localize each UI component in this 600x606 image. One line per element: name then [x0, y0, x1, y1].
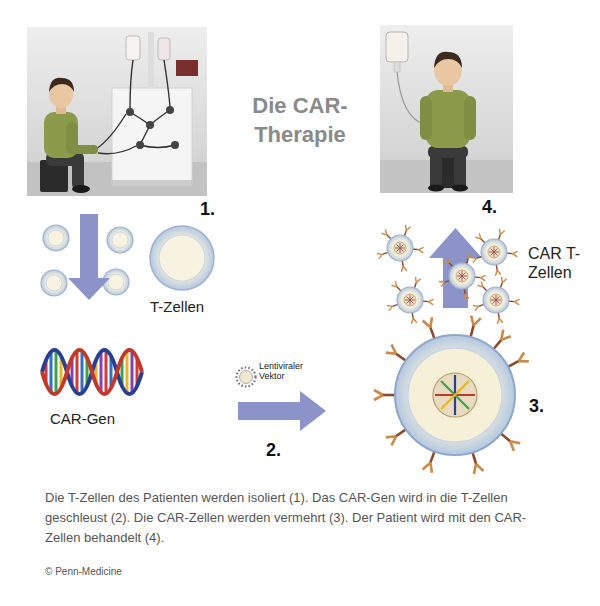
callout-number: 2.: [266, 440, 281, 462]
infusion-photo: [380, 25, 513, 193]
copyright-note: © Penn-Medicine: [45, 566, 122, 578]
t-cell-large: [150, 226, 214, 290]
block-arrow-right: [238, 391, 326, 431]
cell-label: CAR T-Zellen: [528, 244, 594, 282]
callout-number: 3.: [529, 396, 544, 418]
dna-helix: [42, 350, 142, 394]
caption: Die T-Zellen des Patienten werden isolie…: [45, 488, 557, 548]
callout-number: 4.: [482, 197, 497, 219]
block-arrow-down: [68, 214, 110, 300]
car-cell-large: [374, 315, 529, 473]
apheresis-photo: [27, 27, 207, 196]
diagram-title: Die CAR-Therapie: [230, 92, 370, 149]
gene-label: CAR-Gen: [50, 410, 115, 428]
car-t-cells: [377, 225, 520, 324]
cell-label: T-Zellen: [150, 298, 204, 316]
callout-number: 1.: [200, 199, 215, 221]
vector-label: Lentiviraler Vektor: [259, 361, 313, 382]
lentiviral-vector: [237, 368, 256, 387]
